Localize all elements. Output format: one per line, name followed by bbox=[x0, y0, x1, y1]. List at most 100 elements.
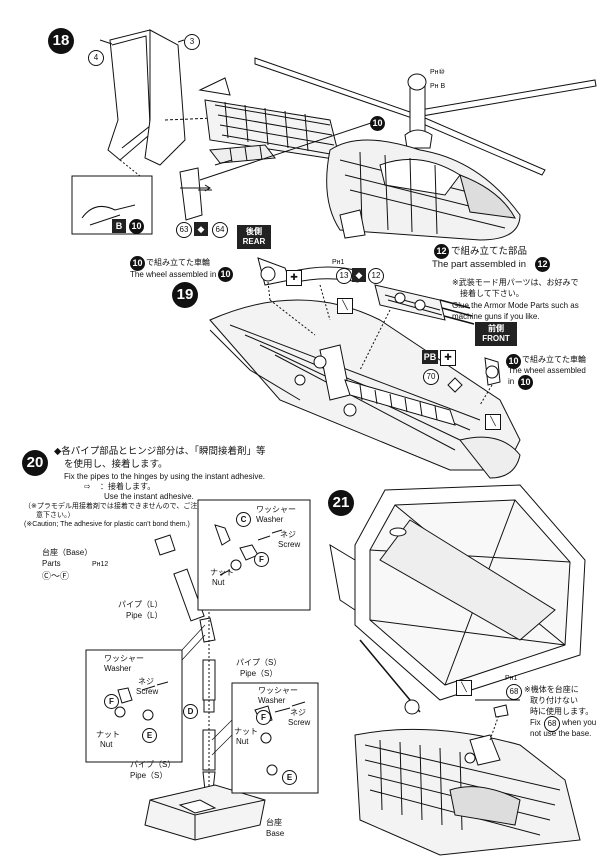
base-parts-en: Parts bbox=[42, 559, 61, 568]
rear-label-jp: 後側 bbox=[246, 227, 262, 236]
base-en: Base bbox=[266, 829, 285, 838]
nut-en-left: Nut bbox=[100, 740, 113, 749]
helicopter-cabin bbox=[326, 139, 521, 241]
letter-f-left: F bbox=[104, 694, 119, 709]
part12-en-num: 12 bbox=[535, 257, 550, 272]
caution-note-jp: （※プラモデル用接着剤では接着できませんので、ご注 bbox=[24, 503, 198, 510]
wheel-front-en-num: 10 bbox=[518, 375, 533, 390]
front-label: 前側 FRONT bbox=[475, 322, 517, 346]
letter-d: D bbox=[183, 704, 198, 719]
adhesive-arrow-icon: ⇨ bbox=[84, 482, 91, 491]
part-number-13: 13 bbox=[336, 268, 352, 284]
adhesive-legend-en: Use the instant adhesive. bbox=[104, 492, 194, 501]
part12-num: 12 bbox=[434, 244, 449, 259]
base-parts-range: Ⓒ～Ⓕ bbox=[42, 571, 70, 581]
screw-jp-left: ネジ bbox=[138, 677, 154, 686]
nut-jp-left: ナット bbox=[96, 730, 120, 739]
step21-note-part: 68 bbox=[544, 716, 560, 732]
nut-en-right: Nut bbox=[236, 737, 249, 746]
part-number-68: 68 bbox=[506, 684, 522, 700]
part-number-3: 3 bbox=[184, 34, 200, 50]
base-parts-ref: Pн12 bbox=[92, 561, 109, 568]
step21-note-jp: ※機体を台座に bbox=[524, 685, 579, 694]
helicopter-body-21 bbox=[354, 728, 581, 856]
fin-part-3 bbox=[144, 29, 186, 166]
pipe-s-en-bottom: Pipe（S） bbox=[130, 771, 168, 780]
pipe-l-jp: パイプ（L） bbox=[118, 600, 163, 609]
pipe-s-en-top: Pipe（S） bbox=[240, 669, 278, 678]
caution-note-jp2: 意下さい。） bbox=[36, 512, 75, 519]
step-number-18: 18 bbox=[48, 28, 74, 54]
part12-en: The part assembled in bbox=[432, 259, 526, 270]
part-number-12: 12 bbox=[368, 268, 384, 284]
armor-note-jp2: 接着して下さい。 bbox=[460, 289, 524, 298]
part-number-4: 4 bbox=[88, 50, 104, 66]
armor-note-en: Glue the Armor Mode Parts such as bbox=[452, 301, 579, 310]
step-number-20: 20 bbox=[22, 450, 48, 476]
part-number-10b: 10 bbox=[129, 219, 144, 234]
washer-jp-right: ワッシャー bbox=[258, 686, 298, 695]
washer-jp-left: ワッシャー bbox=[104, 654, 144, 663]
washer-en-right: Washer bbox=[258, 696, 286, 705]
pipe-s-jp-bottom: パイプ（S） bbox=[130, 760, 176, 769]
part-ref-19: Pн1 bbox=[332, 259, 345, 266]
letter-e-right: E bbox=[282, 770, 297, 785]
step20-title-jp2: を使用し、接着します。 bbox=[64, 459, 168, 470]
part-ref-b: Pн B bbox=[430, 83, 446, 90]
wheel-front-en2: in bbox=[508, 377, 515, 386]
glue-area-icon-rear: ╲ bbox=[337, 298, 353, 314]
part-number-10: 10 bbox=[370, 116, 385, 131]
cement-icon-rear: ✚ bbox=[286, 270, 302, 286]
pipe-l-en: Pipe（L） bbox=[126, 611, 163, 620]
screw-jp-right: ネジ bbox=[290, 708, 306, 717]
wheel-rear-en: The wheel assembled in bbox=[130, 270, 217, 279]
screw-jp-top: ネジ bbox=[280, 530, 296, 539]
wheel-rear-jp: で組み立てた車輪 bbox=[146, 258, 210, 267]
helicopter-body-19 bbox=[209, 299, 521, 479]
wheel-rear-part: 10 bbox=[130, 256, 145, 271]
armor-note-en2: machine guns if you like. bbox=[452, 312, 540, 321]
washer-en-left: Washer bbox=[104, 664, 132, 673]
plate-b-icon: B bbox=[112, 219, 126, 233]
screw-en-top: Screw bbox=[278, 540, 301, 549]
step21-note-en2: when you bbox=[562, 718, 597, 727]
step21-note-jp2: 取り付けない bbox=[530, 696, 578, 705]
base-parts-jp: 台座（Base） bbox=[42, 548, 93, 557]
part-ref-b10: Pн⑩ bbox=[430, 69, 445, 76]
mirror-pair-icon: ◆ bbox=[194, 222, 208, 236]
part-ref-21: Pн1 bbox=[505, 675, 518, 682]
display-case bbox=[329, 484, 586, 701]
step21-note-en: Fix bbox=[530, 718, 541, 727]
step-number-19: 19 bbox=[172, 282, 198, 308]
nut-jp-top: ナット bbox=[210, 568, 234, 577]
stand-assembly bbox=[144, 534, 266, 841]
wheel-front-jp: で組み立てた車輪 bbox=[522, 355, 586, 364]
step20-title-jp: ◆各パイプ部品とヒンジ部分は、「瞬間接着剤」等 bbox=[54, 446, 266, 457]
paint-brush-icon: PB bbox=[422, 350, 438, 364]
screw-en-left: Screw bbox=[136, 687, 159, 696]
step-number-21: 21 bbox=[328, 490, 354, 516]
letter-f-top: F bbox=[254, 552, 269, 567]
machine-gun-assembly bbox=[374, 284, 475, 325]
nut-jp-right: ナット bbox=[234, 727, 258, 736]
nut-en-top: Nut bbox=[212, 578, 225, 587]
front-label-en: FRONT bbox=[482, 334, 510, 343]
letter-c-top: C bbox=[236, 512, 251, 527]
step21-note-en3: not use the base. bbox=[530, 729, 592, 738]
base-jp: 台座 bbox=[266, 818, 282, 827]
letter-f-right: F bbox=[256, 710, 271, 725]
cement-icon-front: ✚ bbox=[440, 350, 456, 366]
part-number-70: 70 bbox=[423, 369, 439, 385]
part-number-64: 64 bbox=[212, 222, 228, 238]
armor-note-jp: ※武装モード用パーツは、お好みで bbox=[452, 278, 579, 287]
rear-label: 後側 REAR bbox=[237, 225, 271, 249]
adhesive-legend-jp: ：接着します。 bbox=[100, 482, 156, 491]
glue-area-icon-front: ╲ bbox=[485, 414, 501, 430]
part12-jp: で組み立てた部品 bbox=[451, 246, 528, 257]
step21-note-jp3: 時に使用します。 bbox=[530, 707, 594, 716]
washer-jp-top: ワッシャー bbox=[256, 505, 296, 514]
wheel-front-en: The wheel assembled bbox=[508, 366, 586, 375]
wheel-rear-part-ref: 10 bbox=[218, 267, 233, 282]
glue-area-icon-21: ╲ bbox=[456, 680, 472, 696]
